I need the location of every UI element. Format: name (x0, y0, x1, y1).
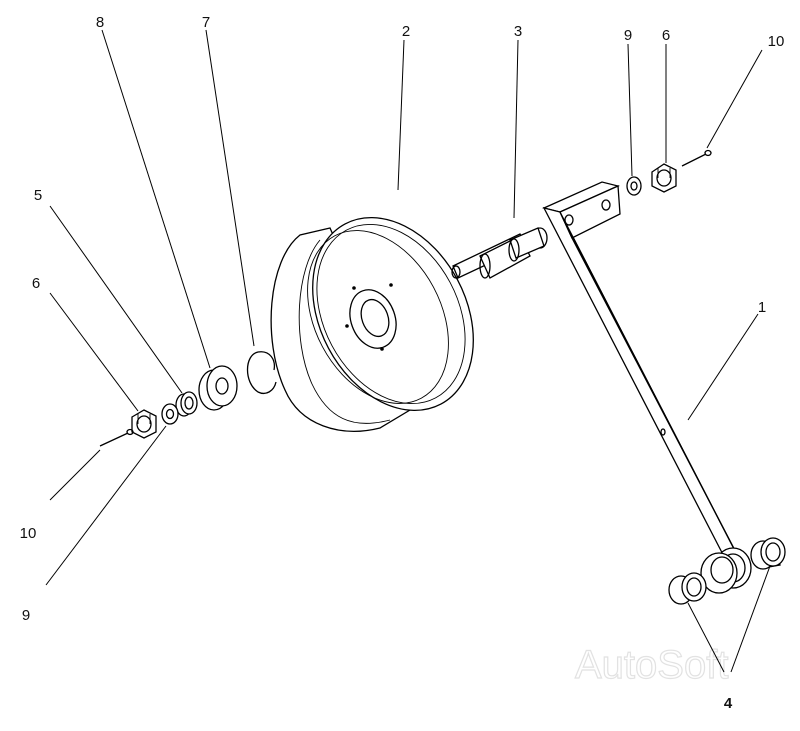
bushing-left (668, 572, 707, 605)
label-part-6-right: 6 (662, 27, 670, 44)
cotter-pin-right (681, 149, 712, 167)
bearing (175, 391, 198, 417)
pulley (270, 216, 474, 432)
label-part-6-left: 6 (32, 275, 40, 292)
watermark: AutoSoft (575, 643, 728, 687)
washer-right (626, 176, 642, 196)
label-part-10-right: 10 (768, 33, 785, 50)
label-part-8: 8 (96, 14, 104, 31)
label-part-9-right: 9 (624, 27, 632, 44)
label-part-7: 7 (202, 14, 210, 31)
label-part-5: 5 (34, 187, 42, 204)
washer-left (161, 403, 179, 425)
castle-nut-left (131, 409, 157, 439)
shaft (451, 227, 548, 279)
label-part-4: 4 (724, 695, 733, 712)
label-part-9-left: 9 (22, 607, 30, 624)
label-part-2: 2 (402, 23, 410, 40)
label-part-10-left: 10 (20, 525, 37, 542)
spacer (198, 365, 238, 411)
label-part-1: 1 (758, 299, 766, 316)
part-labels: 2 3 9 6 10 1 8 7 5 6 10 9 4 (20, 14, 785, 712)
bushing-right (750, 537, 786, 570)
idler-arm (542, 181, 752, 594)
label-part-3: 3 (514, 23, 522, 40)
castle-nut-right (651, 163, 677, 193)
snap-ring (246, 351, 277, 395)
leader-lines (45, 29, 771, 673)
cotter-pin-left (99, 428, 134, 447)
